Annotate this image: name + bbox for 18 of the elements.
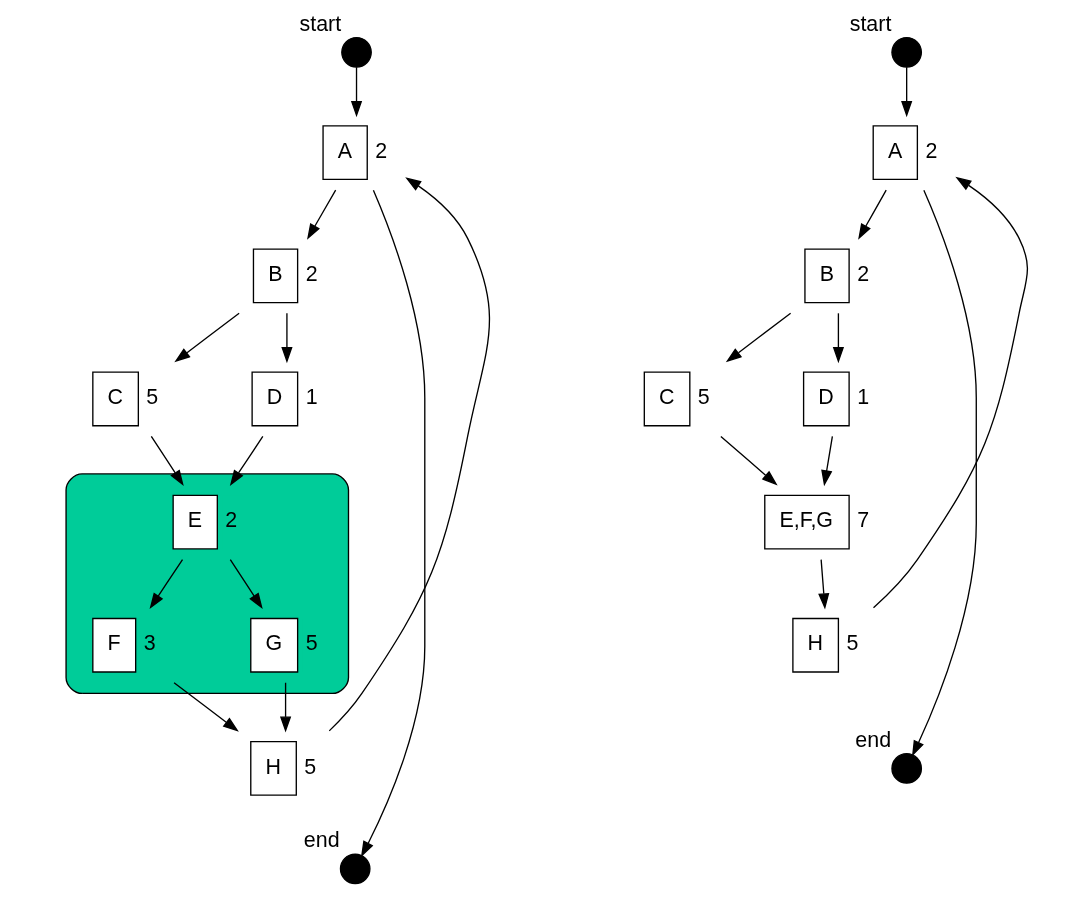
node-label: 5 [303, 754, 316, 779]
node-label: 2 [224, 508, 237, 533]
node-label: 7 [856, 508, 869, 533]
node-label: start [849, 11, 891, 36]
node-label: 2 [374, 138, 387, 163]
node-label: end [854, 727, 891, 752]
node-label: 5 [145, 385, 158, 410]
node-label: 2 [856, 261, 869, 286]
node-label: 3 [143, 631, 156, 656]
node-label: end [303, 828, 340, 853]
node-label: 5 [697, 385, 710, 410]
node-label: 1 [856, 385, 869, 410]
node-label: 5 [305, 631, 318, 656]
node-label: start [299, 11, 341, 36]
node-label: 2 [305, 261, 318, 286]
node-label: 2 [924, 138, 937, 163]
node-label: 5 [845, 631, 858, 656]
node-label: 1 [305, 385, 318, 410]
